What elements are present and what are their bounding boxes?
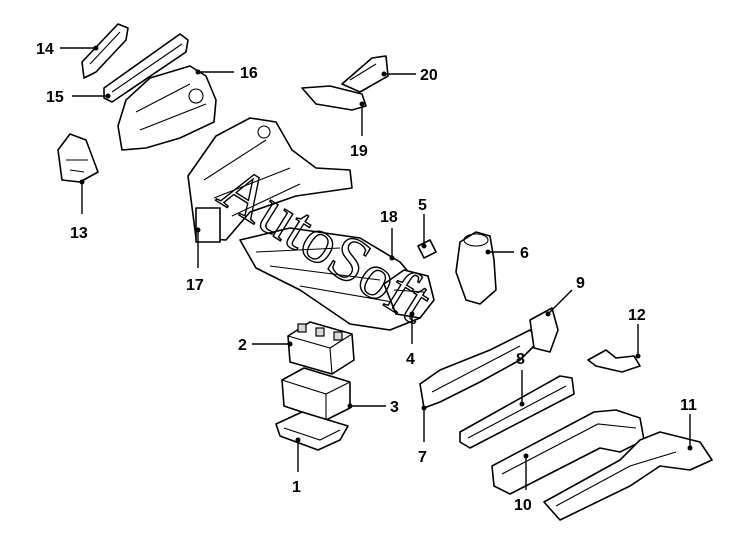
part-13-bracket: [57, 133, 99, 183]
callout-2: 2: [238, 337, 247, 354]
callout-9: 9: [576, 275, 585, 292]
part-5-clip: [417, 239, 437, 259]
part-9-bracket: [529, 307, 559, 353]
part-1-base-plate: [275, 411, 349, 451]
part-19-bracket: [301, 85, 367, 111]
callout-15: 15: [46, 89, 64, 106]
callout-16: 16: [240, 65, 258, 82]
callout-17: 17: [186, 277, 204, 294]
callout-6: 6: [520, 245, 529, 262]
callout-11: 11: [680, 397, 697, 414]
part-6-tower: [455, 231, 497, 305]
part-11-rear-rail: [543, 431, 713, 521]
part-2-battery: [287, 321, 355, 375]
callout-8: 8: [516, 351, 525, 368]
callout-10: 10: [514, 497, 532, 514]
callout-12: 12: [628, 307, 646, 324]
part-10-frame-rail: [491, 409, 645, 495]
part-3-battery-tray: [281, 367, 351, 421]
part-14-bracket: [81, 23, 129, 79]
callout-labels: 1 2 3 4 5 6 7 8 9 10 11 12 13 14 15 16 1…: [36, 41, 697, 514]
callout-4: 4: [406, 351, 415, 368]
part-8-long-member: [459, 375, 575, 449]
callout-13: 13: [70, 225, 88, 242]
part-4-bracket: [383, 269, 435, 319]
part-16-wheelhouse: [117, 65, 217, 151]
part-17-front-structure: [187, 117, 353, 243]
callout-3: 3: [390, 399, 399, 416]
part-7-inner-rail: [419, 329, 541, 409]
callout-18: 18: [380, 209, 398, 226]
leader-lines: [60, 45, 693, 490]
callout-20: 20: [420, 67, 438, 84]
callout-7: 7: [418, 449, 427, 466]
callout-19: 19: [350, 143, 368, 160]
part-15-rail: [103, 33, 189, 103]
callout-1: 1: [292, 479, 301, 496]
part-20-bracket: [341, 55, 389, 93]
part-12-bracket: [587, 349, 641, 373]
callout-14: 14: [36, 41, 54, 58]
callout-5: 5: [418, 197, 427, 214]
